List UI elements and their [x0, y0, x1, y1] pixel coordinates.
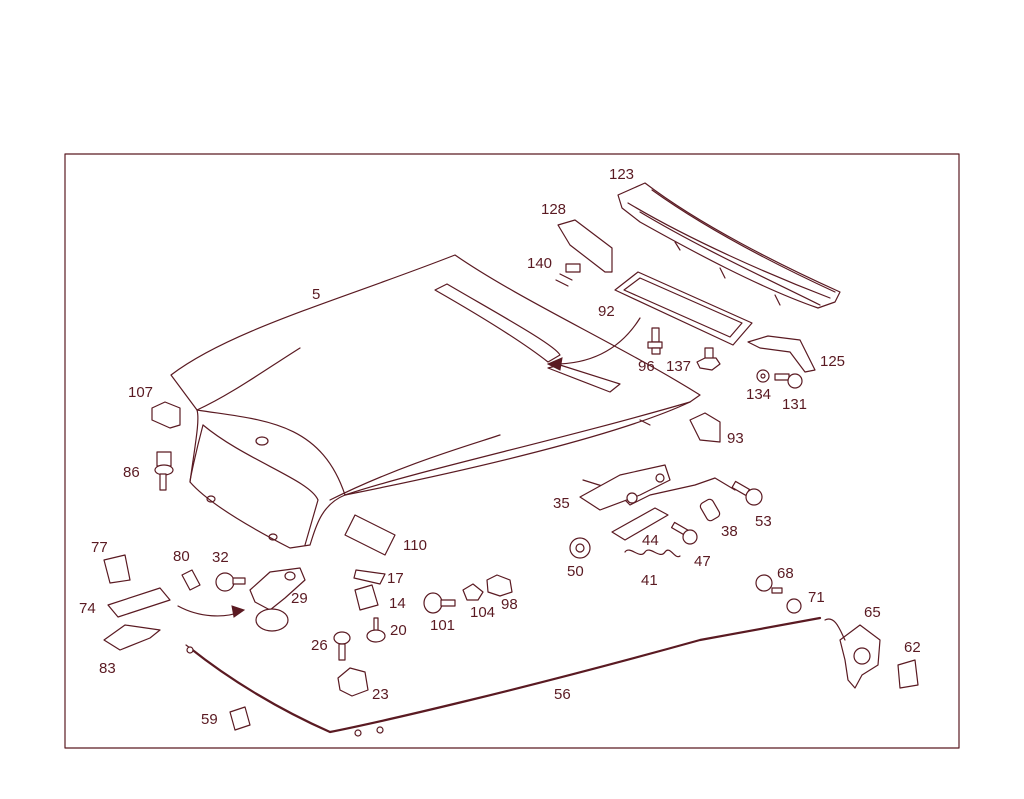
- bolt-47: [670, 521, 698, 545]
- gear-nut-50: [569, 537, 591, 559]
- bolt-68: [755, 574, 783, 594]
- callout-123: 123: [609, 166, 634, 183]
- bolt-32: [215, 572, 246, 592]
- bolt-96: [647, 327, 663, 355]
- callout-14: 14: [389, 595, 406, 612]
- callout-53: 53: [755, 513, 772, 530]
- seal-frame: [614, 271, 753, 346]
- spring-41: [624, 549, 681, 558]
- grommet-104: [462, 583, 484, 601]
- callout-29: 29: [291, 590, 308, 607]
- clip-59: [229, 706, 251, 731]
- bolt-137: [696, 347, 721, 371]
- callout-107: 107: [128, 384, 153, 401]
- callout-56: 56: [554, 686, 571, 703]
- callout-131: 131: [782, 396, 807, 413]
- callout-32: 32: [212, 549, 229, 566]
- hood-panel: [170, 254, 701, 549]
- lock-23: [337, 667, 369, 697]
- block-93: [689, 412, 721, 443]
- callout-17: 17: [387, 570, 404, 587]
- callout-96: 96: [638, 358, 655, 375]
- callout-93: 93: [727, 430, 744, 447]
- callout-128: 128: [541, 201, 566, 218]
- bolt-53: [731, 480, 763, 506]
- handle-110: [344, 514, 396, 556]
- callout-86: 86: [123, 464, 140, 481]
- callout-104: 104: [470, 604, 495, 621]
- callout-77: 77: [91, 539, 108, 556]
- clip-62: [897, 659, 919, 689]
- callout-59: 59: [201, 711, 218, 728]
- callout-labels: 5 123 128 140 92 96 137 125 134 131 107 …: [79, 166, 921, 728]
- bolt-131: [774, 373, 803, 389]
- nut-98: [486, 574, 513, 597]
- screw-20: [366, 617, 386, 643]
- callout-140: 140: [527, 255, 552, 272]
- washer-71: [786, 598, 802, 614]
- release-lever-65: [824, 618, 881, 689]
- callout-47: 47: [694, 553, 711, 570]
- clip-140: [555, 263, 581, 287]
- bracket-128: [557, 219, 613, 273]
- callout-44: 44: [642, 532, 659, 549]
- callout-38: 38: [721, 523, 738, 540]
- clip-17: [353, 569, 386, 585]
- callout-71: 71: [808, 589, 825, 606]
- callout-137: 137: [666, 358, 691, 375]
- callout-35: 35: [553, 495, 570, 512]
- callout-65: 65: [864, 604, 881, 621]
- cowl-panel: [617, 182, 841, 309]
- callout-26: 26: [311, 637, 328, 654]
- bracket-83: [103, 624, 161, 651]
- callout-80: 80: [173, 548, 190, 565]
- release-cable-56: [188, 616, 822, 734]
- callout-20: 20: [390, 622, 407, 639]
- callout-62: 62: [904, 639, 921, 656]
- bolt-86: [154, 451, 174, 491]
- latch-lever-35: [579, 464, 671, 511]
- diagram-frame: [64, 153, 960, 749]
- bolt-26: [333, 631, 351, 661]
- pin-101: [423, 592, 456, 614]
- callout-5: 5: [312, 286, 320, 303]
- bracket-14: [354, 584, 379, 611]
- callout-50: 50: [567, 563, 584, 580]
- bracket-74: [107, 587, 171, 618]
- part-80: [181, 569, 201, 591]
- bracket-125: [747, 335, 816, 373]
- hinge-29: [249, 567, 306, 632]
- callout-74: 74: [79, 600, 96, 617]
- callout-92: 92: [598, 303, 615, 320]
- callout-125: 125: [820, 353, 845, 370]
- callout-98: 98: [501, 596, 518, 613]
- callout-83: 83: [99, 660, 116, 677]
- sleeve-38: [699, 498, 721, 522]
- callout-23: 23: [372, 686, 389, 703]
- arrow-seal-to-hood: [549, 317, 641, 365]
- arrow-bracket-to-hinge: [177, 605, 241, 617]
- callout-41: 41: [641, 572, 658, 589]
- callout-110: 110: [403, 537, 427, 554]
- callout-134: 134: [746, 386, 771, 403]
- arrow-head: [546, 357, 563, 371]
- buffer-107: [151, 401, 181, 429]
- guide-44: [611, 507, 669, 541]
- clip-77: [103, 554, 131, 584]
- callout-68: 68: [777, 565, 794, 582]
- callout-101: 101: [430, 617, 455, 634]
